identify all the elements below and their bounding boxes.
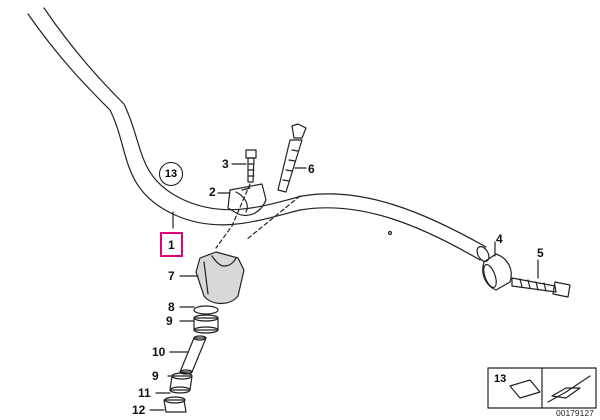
sleeve-10 [179,335,207,375]
callout-part-4[interactable]: 4 [496,232,503,246]
washer-8 [193,305,219,315]
handlebar-tube-outer [27,13,481,261]
callout-part-6[interactable]: 6 [308,162,315,176]
callout-part-11[interactable]: 11 [138,386,151,400]
callout-part-9-lower[interactable]: 9 [152,369,159,383]
nut-12 [163,396,187,413]
bushing-9-upper [193,314,219,334]
handlebar-tube-inner [43,7,487,248]
legend-box [487,367,597,409]
callout-part-10[interactable]: 10 [152,345,166,359]
diagram-code: 00179127 [556,408,594,418]
screw-3 [245,149,257,183]
callout-part-9-upper[interactable]: 9 [166,314,173,328]
bolt-5 [511,277,571,298]
callout-part-7[interactable]: 7 [168,269,175,283]
callout-part-12[interactable]: 12 [132,403,146,417]
legend-number: 13 [494,373,507,385]
clamp-top-2 [227,183,267,217]
group-label-13[interactable]: 13 [159,162,183,186]
riser-7 [195,251,245,305]
callout-part-1[interactable]: 1 [160,232,183,257]
callout-part-5[interactable]: 5 [537,246,544,260]
callout-part-2[interactable]: 2 [209,185,216,199]
end-weight-4 [482,253,512,291]
callout-part-3[interactable]: 3 [222,157,229,171]
bolt-6 [277,123,307,193]
handlebar-end [476,246,490,262]
callout-part-8[interactable]: 8 [168,300,175,314]
